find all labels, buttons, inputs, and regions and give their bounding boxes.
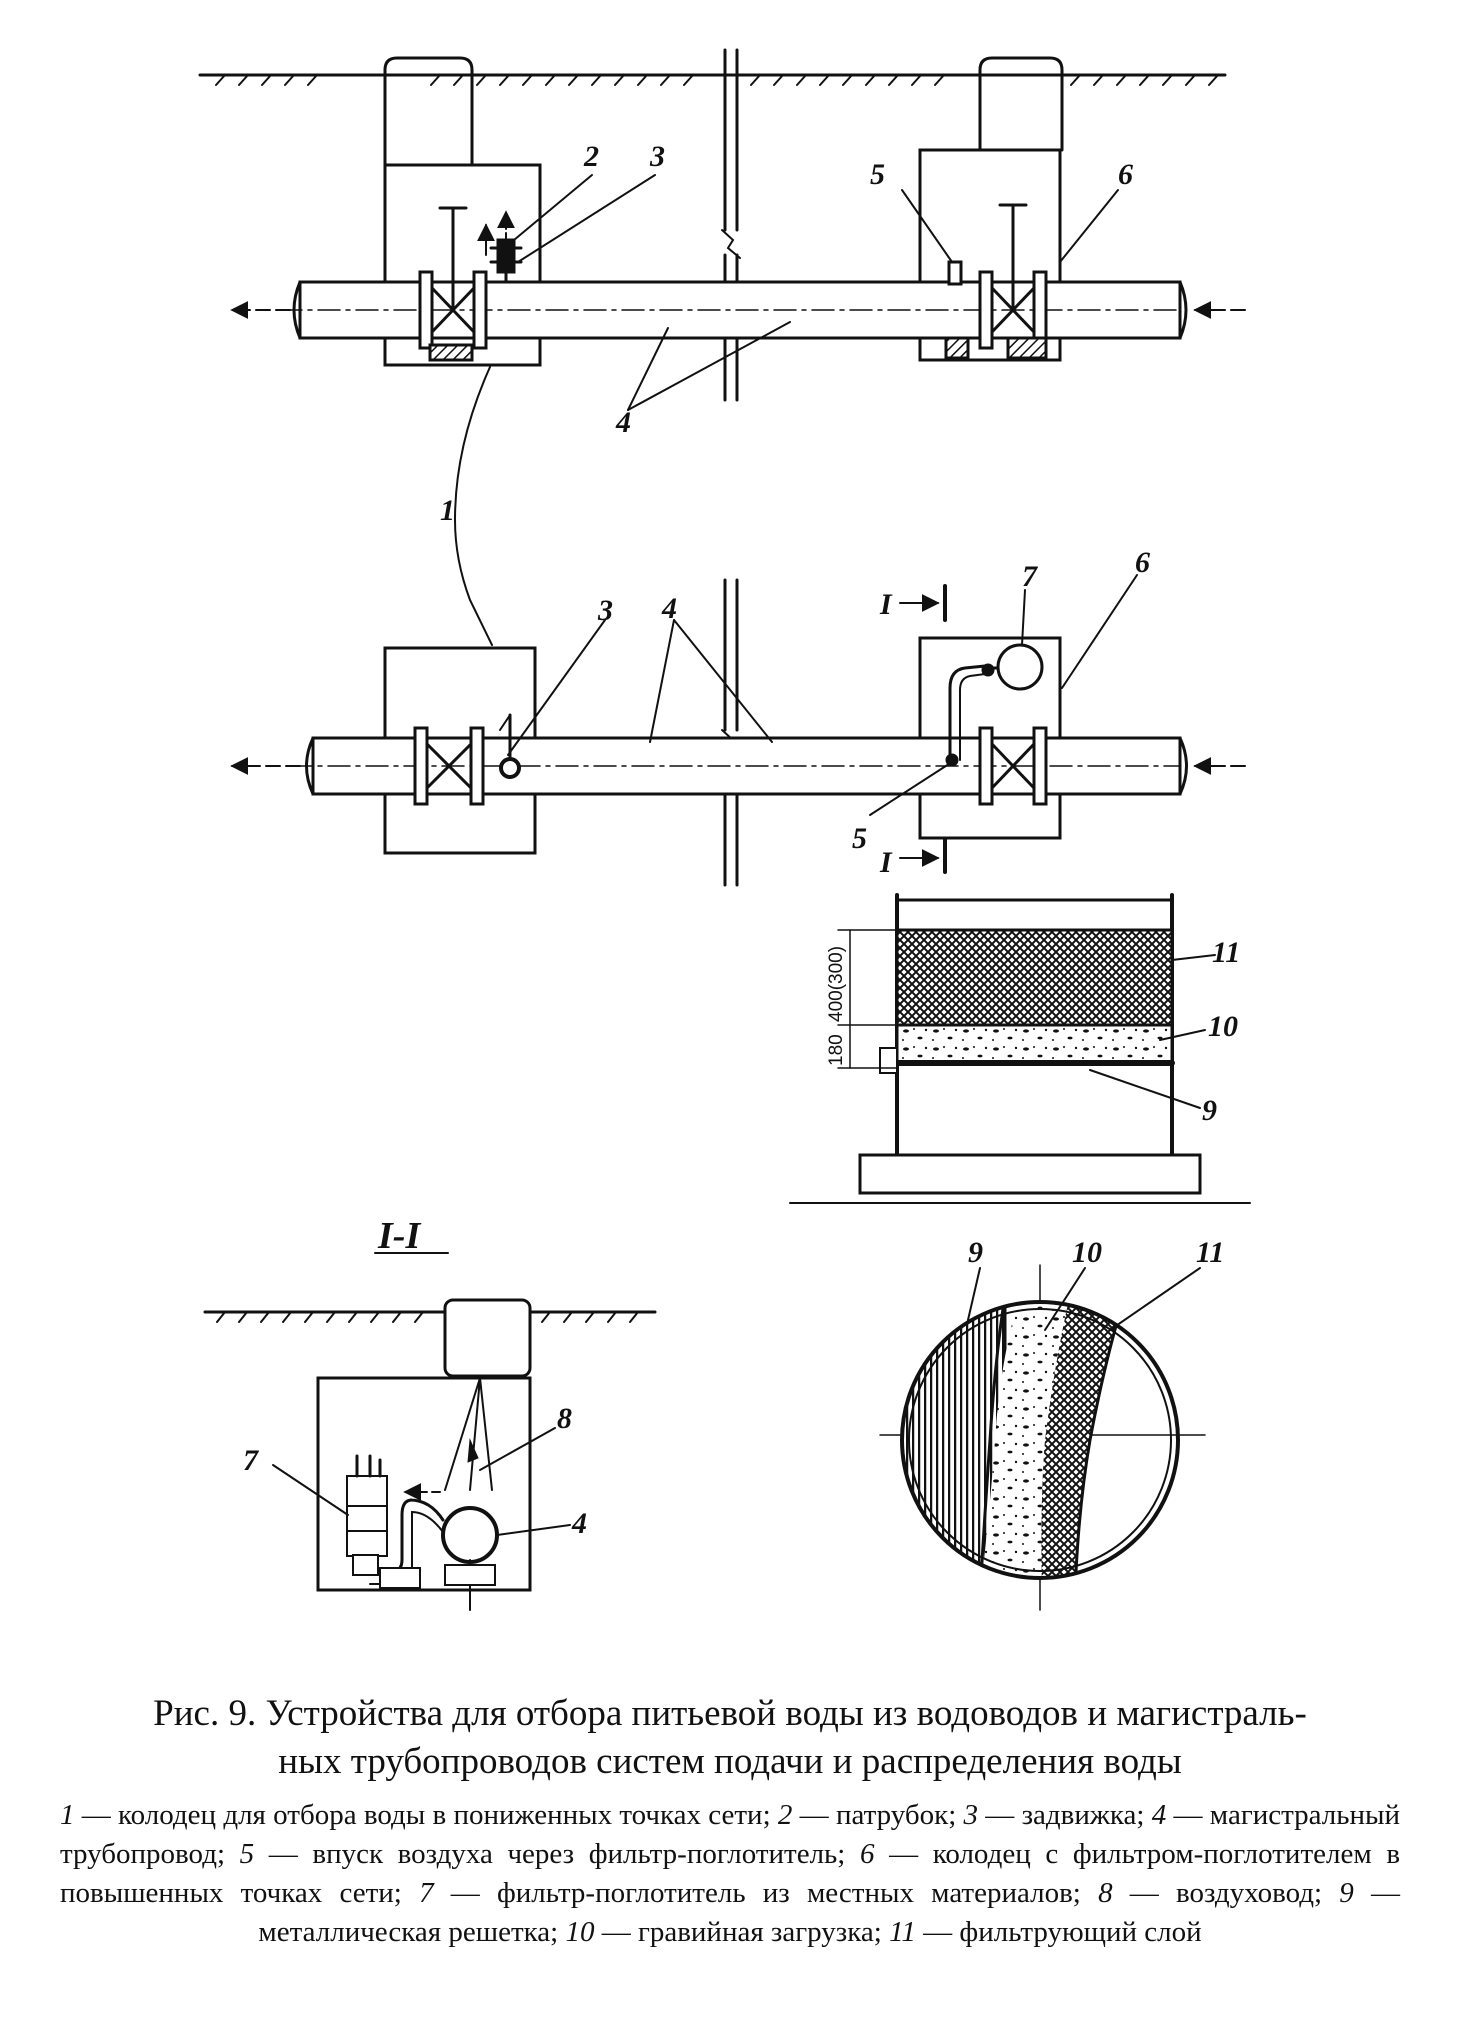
plan-view	[230, 574, 1246, 887]
figure-title: Рис. 9. Устройства для отбора питьевой в…	[60, 1690, 1400, 1786]
callout-11: 11	[1212, 936, 1240, 969]
air-inlet-top	[947, 260, 963, 286]
filter-layer-11	[895, 928, 1174, 1027]
callout-3-plan: 3	[597, 594, 613, 627]
leader-6-top	[1059, 189, 1119, 263]
callout-5-top: 5	[870, 158, 885, 191]
leader-3-plan	[507, 619, 606, 756]
leader-4b	[627, 321, 791, 411]
right-well-chamber	[918, 148, 1062, 362]
callout-1: 1	[440, 494, 455, 527]
cut-mark-label-bottom: I	[879, 846, 893, 879]
circular-detail	[879, 1264, 1206, 1611]
technical-drawing: 2 3 5 6 4 1 3 4 7 6 5 I I 11 10 9 180 40…	[198, 48, 1251, 1611]
callout-7-plan: 7	[1022, 560, 1038, 593]
plan-filter-7	[996, 643, 1044, 691]
legend-item: 1 — колодец для отбора воды в пониженных…	[60, 1799, 778, 1831]
ground-hatching	[215, 74, 1219, 86]
leader-7-section	[272, 1464, 349, 1516]
right-well-neck	[978, 56, 1064, 152]
legend-item: 8 — воздуховод;	[1098, 1877, 1340, 1909]
right-valve-support-1	[1006, 336, 1048, 360]
legend-item: 9 — металлическая решетка;	[258, 1877, 1400, 1948]
legend-item: 4 — магистральный трубопровод;	[60, 1799, 1400, 1870]
leader-1	[453, 366, 493, 646]
callout-3-top: 3	[649, 140, 665, 173]
callout-6-plan: 6	[1135, 546, 1150, 579]
legend-item: 6 — колодец с фильтром-поглотителем в по…	[60, 1838, 1401, 1909]
cut-mark-label-top: I	[879, 588, 893, 621]
section-I-I	[203, 1252, 657, 1611]
callout-2: 2	[583, 140, 599, 173]
legend: 1 — колодец для отбора воды в пониженных…	[60, 1796, 1400, 1952]
callout-11-detail: 11	[1196, 1236, 1224, 1269]
branch-pipe-fitting	[496, 238, 516, 274]
section-main-pipe	[441, 1506, 499, 1564]
section-well-chamber	[316, 1376, 532, 1592]
leader-4d	[673, 619, 773, 743]
callout-6-top: 6	[1118, 158, 1133, 191]
legend-item: 3 — задвижка;	[963, 1799, 1152, 1831]
leader-4c	[649, 619, 675, 743]
left-well-neck	[383, 56, 474, 167]
legend-item: 5 — впуск воздуха через фильтр-поглотите…	[239, 1838, 860, 1870]
leader-11	[1171, 954, 1216, 961]
left-flange-2	[472, 270, 488, 350]
leader-10	[1159, 1029, 1206, 1041]
leader-9-detail	[967, 1267, 981, 1321]
callout-5-plan: 5	[852, 822, 867, 855]
top-elevation	[198, 48, 1246, 411]
leader-9	[1089, 1069, 1201, 1109]
filter-base	[858, 1153, 1202, 1195]
leader-5-plan	[869, 761, 953, 816]
leader-5-top	[901, 189, 953, 263]
legend-item: 7 — фильтр-поглотитель из местных матери…	[419, 1877, 1099, 1909]
leader-10-detail	[1044, 1267, 1086, 1331]
legend-item: 10 — гравийная загрузка;	[565, 1916, 890, 1948]
left-flange-1	[418, 270, 434, 350]
detail-outer-ring	[900, 1300, 1180, 1580]
callout-4-plan: 4	[661, 592, 677, 625]
legend-item: 11 — фильтрующий слой	[889, 1916, 1202, 1948]
section-label: I-I	[377, 1215, 421, 1257]
leader-4a	[627, 327, 669, 411]
leader-11-detail	[1109, 1267, 1201, 1331]
detail-gravel-10	[980, 1302, 1070, 1578]
callout-8: 8	[557, 1402, 572, 1435]
leader-3-top	[517, 174, 656, 263]
leader-6-plan	[1061, 574, 1138, 689]
leader-7-plan	[1021, 589, 1026, 646]
callout-9: 9	[1202, 1094, 1217, 1127]
dim-180: 180	[826, 1034, 847, 1066]
gravel-layer-10	[895, 1023, 1174, 1065]
callout-10-detail: 10	[1072, 1236, 1102, 1269]
figure-title-line-2: ных трубопроводов систем подачи и распре…	[278, 1741, 1182, 1782]
callout-4-top: 4	[615, 406, 631, 439]
right-valve-support-2	[944, 336, 970, 360]
figure-title-line-1: Рис. 9. Устройства для отбора питьевой в…	[153, 1693, 1307, 1734]
callout-10: 10	[1208, 1010, 1238, 1043]
callout-7-section: 7	[243, 1444, 259, 1477]
callout-4-section: 4	[571, 1507, 587, 1540]
plan-gate-valve-3	[499, 757, 521, 779]
leader-2	[513, 174, 593, 241]
leader-8	[479, 1427, 556, 1471]
legend-item: 2 — патрубок;	[777, 1799, 964, 1831]
section-well-neck	[443, 1298, 532, 1378]
left-well-chamber	[383, 163, 542, 367]
callout-9-detail: 9	[968, 1236, 983, 1269]
dim-400-300: 400(300)	[826, 946, 847, 1022]
right-flange-1	[978, 270, 994, 350]
leader-4-section	[496, 1524, 571, 1536]
filter-section	[789, 893, 1251, 1204]
figure-caption: Рис. 9. Устройства для отбора питьевой в…	[60, 1690, 1400, 1952]
left-valve-support	[428, 343, 474, 362]
